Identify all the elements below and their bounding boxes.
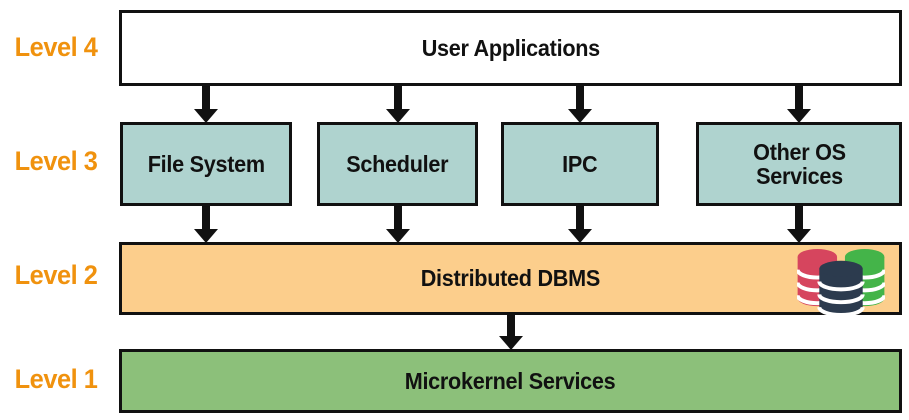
box-file-system-label: File System bbox=[147, 150, 265, 177]
box-user-applications-label: User Applications bbox=[421, 34, 600, 61]
arrow-scheduler-to-dbms bbox=[386, 205, 410, 243]
databases-icon bbox=[797, 248, 885, 316]
arrow-otheros-to-dbms bbox=[787, 205, 811, 243]
arrow-filesystem-to-dbms bbox=[194, 205, 218, 243]
box-microkernel-services: Microkernel Services bbox=[119, 349, 902, 413]
level-1-label: Level 1 bbox=[14, 364, 98, 394]
box-distributed-dbms-label: Distributed DBMS bbox=[420, 265, 601, 292]
box-microkernel-services-label: Microkernel Services bbox=[405, 367, 616, 394]
box-user-applications: User Applications bbox=[119, 10, 902, 86]
arrow-userapps-to-ipc bbox=[568, 85, 592, 123]
arrow-userapps-to-filesystem bbox=[194, 85, 218, 123]
box-other-os-services: Other OS Services bbox=[696, 122, 902, 206]
level-3-label: Level 3 bbox=[14, 146, 98, 176]
box-ipc: IPC bbox=[501, 122, 659, 206]
box-scheduler-label: Scheduler bbox=[346, 150, 449, 177]
box-other-os-services-label: Other OS Services bbox=[752, 138, 846, 189]
box-scheduler: Scheduler bbox=[317, 122, 478, 206]
arrow-userapps-to-otheros bbox=[787, 85, 811, 123]
level-2-label: Level 2 bbox=[14, 260, 98, 290]
arrow-ipc-to-dbms bbox=[568, 205, 592, 243]
arrow-dbms-to-microkernel bbox=[499, 314, 523, 350]
box-ipc-label: IPC bbox=[562, 150, 598, 177]
level-4-label: Level 4 bbox=[14, 32, 98, 62]
box-file-system: File System bbox=[120, 122, 292, 206]
arrow-userapps-to-scheduler bbox=[386, 85, 410, 123]
box-distributed-dbms: Distributed DBMS bbox=[119, 242, 902, 316]
